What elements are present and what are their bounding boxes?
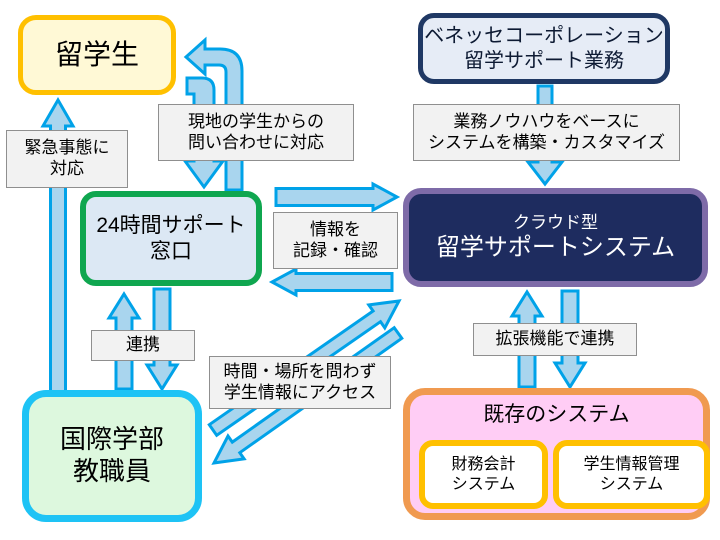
label-line1: 業務ノウハウをベースに <box>453 111 640 131</box>
label-line2: 記録・確認 <box>293 240 378 260</box>
label-local-student-inquiries: 現地の学生からの 問い合わせに対応 <box>158 104 354 161</box>
node-label-line2: システム <box>599 475 664 493</box>
node-label-line1: 財務会計 <box>451 455 516 473</box>
node-cloud-support-system: クラウド型 留学サポートシステム <box>403 188 708 287</box>
existing-systems-title: 既存のシステム <box>483 403 630 426</box>
label-line1: 緊急事態に <box>24 138 110 158</box>
label-line2: 問い合わせに対応 <box>188 132 324 152</box>
label-text: 連携 <box>126 335 160 355</box>
node-label-line1: 国際学部 <box>59 424 164 455</box>
node-finance-accounting-system: 財務会計 システム <box>419 440 548 509</box>
node-label-line2: 留学サポート業務 <box>464 49 624 72</box>
label-extension-link: 拡張機能で連携 <box>473 323 637 356</box>
label-line2: 学生情報にアクセス <box>223 382 377 402</box>
node-label-line2: 教職員 <box>72 456 151 486</box>
node-label-line1: ベネッセコーポレーション <box>424 25 664 48</box>
node-label-line2: 留学サポートシステム <box>435 234 676 262</box>
label-line1: 情報を <box>310 219 361 239</box>
node-benesse-support-operations: ベネッセコーポレーション 留学サポート業務 <box>418 13 670 84</box>
node-label-line1: 24時間サポート <box>96 213 246 237</box>
node-label-line1: クラウド型 <box>513 212 598 232</box>
node-label-line2: 窓口 <box>150 239 192 263</box>
arrow-record-left <box>268 266 394 298</box>
label-line2: システムを構築・カスタマイズ <box>428 132 665 152</box>
label-text: 拡張機能で連携 <box>495 329 615 349</box>
node-24h-support-desk: 24時間サポート 窓口 <box>80 191 262 286</box>
node-label-line1: 学生情報管理 <box>583 455 680 473</box>
node-international-students: 留学生 <box>18 15 176 95</box>
label-line2: 対応 <box>50 159 84 178</box>
node-label-line2: システム <box>451 475 516 493</box>
node-existing-systems: 既存のシステム 財務会計 システム 学生情報管理 システム <box>403 388 710 520</box>
label-build-customize-system: 業務ノウハウをベースに システムを構築・カスタマイズ <box>413 104 680 161</box>
node-international-faculty-staff: 国際学部 教職員 <box>22 390 202 522</box>
label-access-anytime-anywhere: 時間・場所を問わず 学生情報にアクセス <box>209 356 391 409</box>
label-emergency-response: 緊急事態に 対応 <box>6 130 128 188</box>
label-cooperation: 連携 <box>91 330 195 361</box>
arrow-record-right <box>274 181 401 213</box>
node-label: 留学生 <box>54 38 139 70</box>
label-record-confirm-info: 情報を 記録・確認 <box>273 212 398 269</box>
label-line1: 現地の学生からの <box>188 111 324 131</box>
label-line1: 時間・場所を問わず <box>223 361 377 381</box>
node-student-info-management-system: 学生情報管理 システム <box>553 440 710 509</box>
